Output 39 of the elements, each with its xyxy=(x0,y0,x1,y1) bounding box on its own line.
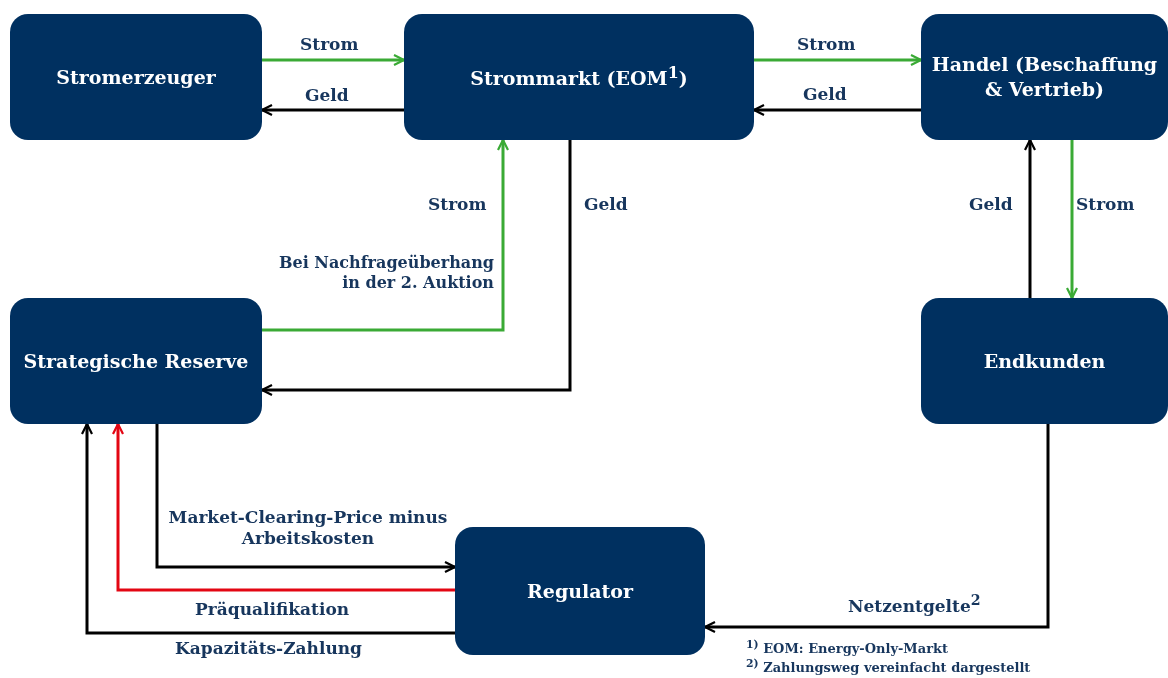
edge-label: Präqualifikation xyxy=(195,599,350,621)
edge-label: Geld xyxy=(584,194,628,216)
arrow xyxy=(260,103,404,117)
process-box xyxy=(921,298,1168,424)
edge-label: Strom xyxy=(797,34,856,56)
edge-label: Geld xyxy=(803,84,847,106)
edge-label: Strom xyxy=(428,194,487,216)
edge-label: Netzentgelte$^{2}$ xyxy=(848,592,981,617)
arrow xyxy=(260,140,572,397)
arrow xyxy=(262,53,406,67)
edge-label: Market-Clearing-Price minus Arbeitskosten xyxy=(167,507,449,550)
edge-label: Geld xyxy=(969,194,1013,216)
condition-note: Bei Nachfrageüberhang in der 2. Auktion xyxy=(278,253,494,293)
edge-label: Strom xyxy=(1076,194,1135,216)
arrow xyxy=(703,424,1050,634)
footnote: $^{2)}$ Zahlungsweg vereinfacht dargestellt xyxy=(746,657,1031,677)
box-label: Stromerzeuger xyxy=(56,64,216,90)
box-label: Endkunden xyxy=(983,348,1106,374)
process-box xyxy=(455,527,705,655)
footnote: $^{1)}$ EOM: Energy-Only-Markt xyxy=(746,638,948,658)
process-box xyxy=(921,14,1168,140)
arrow xyxy=(752,103,921,117)
box-label: Strommarkt (EOM$^{1}$) xyxy=(470,63,688,91)
process-box xyxy=(10,14,262,140)
arrow xyxy=(80,422,455,635)
arrow xyxy=(1023,138,1037,298)
box-label: Strategische Reserve xyxy=(23,348,249,374)
edge-label: Strom xyxy=(300,34,359,56)
arrow xyxy=(262,138,510,332)
edge-label: Kapazitäts-Zahlung xyxy=(175,638,362,660)
edge-label: Geld xyxy=(305,85,349,107)
box-label: Regulator xyxy=(527,578,633,604)
arrow xyxy=(155,424,457,574)
box-label: Handel (Beschaffung & Vertrieb) xyxy=(930,52,1159,102)
process-box xyxy=(10,298,262,424)
arrow xyxy=(111,422,455,592)
process-box xyxy=(404,14,754,140)
arrow xyxy=(754,53,923,67)
arrow xyxy=(1065,140,1079,300)
